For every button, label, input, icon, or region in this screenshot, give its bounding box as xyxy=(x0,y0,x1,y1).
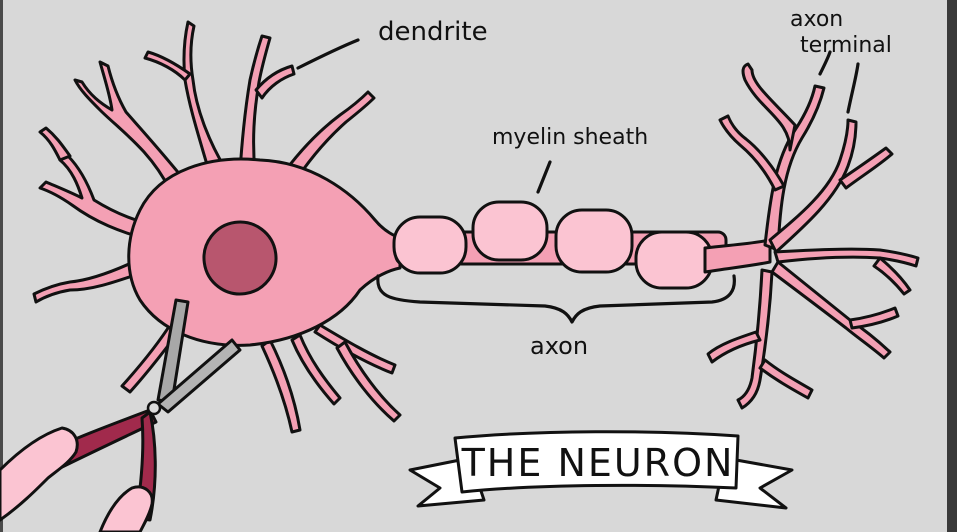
axon-terminal-label-line1: axon xyxy=(790,7,843,32)
scissor-pivot xyxy=(148,402,160,414)
left-frame-edge xyxy=(0,0,3,532)
right-frame-edge xyxy=(947,0,957,532)
diagram-title: THE NEURON xyxy=(461,441,735,485)
myelin-segment xyxy=(394,217,466,273)
myelin-sheath-label: myelin sheath xyxy=(492,125,648,150)
myelin-segment xyxy=(473,202,547,260)
myelin-segment xyxy=(556,210,632,272)
axon-terminal-label-line2: terminal xyxy=(800,33,892,58)
dendrite-label: dendrite xyxy=(378,17,488,47)
myelin-segment xyxy=(636,232,712,288)
axon-label: axon xyxy=(530,332,588,360)
